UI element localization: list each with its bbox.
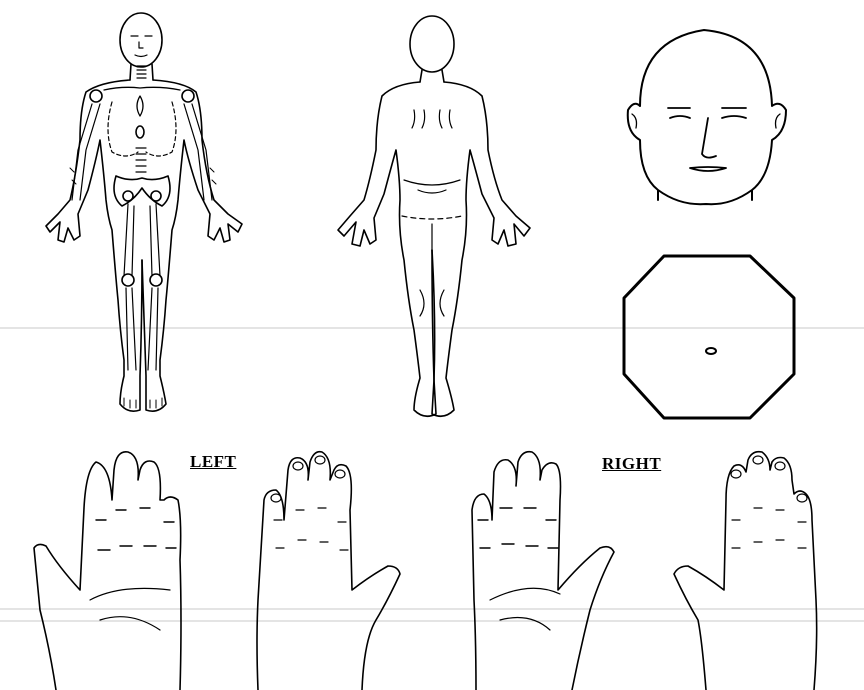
back-body-figure xyxy=(338,16,530,416)
navel-mark xyxy=(706,348,716,354)
left-back-hand xyxy=(257,452,400,690)
scan-lines xyxy=(0,328,864,621)
front-head xyxy=(120,13,162,67)
front-body-figure xyxy=(46,13,242,411)
back-head xyxy=(410,16,454,72)
right-back-hand xyxy=(674,452,817,690)
face-diagram xyxy=(628,30,786,204)
left-palm xyxy=(34,452,181,690)
left-hands-label: LEFT xyxy=(190,452,236,472)
right-hands-label: RIGHT xyxy=(602,454,661,474)
abdomen-octagon xyxy=(624,256,794,418)
right-palm xyxy=(472,452,614,690)
face-outline xyxy=(628,30,786,204)
